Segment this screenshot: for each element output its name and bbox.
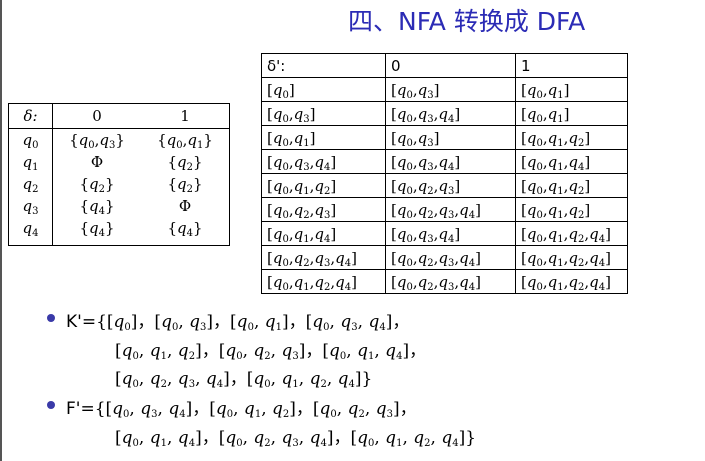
dfa-cell: [q0,q1,q2,q4]: [515, 245, 628, 270]
dfa-row: [q0,q1,q2,q4] [q0,q2,q3,q4] [q0,q1,q2,q4…: [261, 269, 628, 294]
dfa-cell: [q0,q3,q4]: [261, 149, 386, 174]
dfa-cell: [q0,q1]: [261, 125, 386, 150]
nfa-header-cell: δ:: [8, 103, 53, 129]
dfa-cell: [q0,q1,q2,q4]: [515, 221, 628, 246]
f-prime-line: F'={[q0, q3, q4]，[q0, q1, q2]，[q0, q2, q…: [66, 394, 417, 420]
dfa-header-cell: 0: [385, 53, 516, 78]
nfa-cell: q4: [8, 217, 53, 246]
dfa-cell: [q0,q3]: [261, 101, 386, 126]
dfa-cell: [q0,q2,q3]: [385, 173, 516, 198]
nfa-cell: q1: [8, 151, 53, 173]
nfa-row: q3 {q4} Φ: [8, 195, 230, 217]
nfa-row: q2 {q2} {q2}: [8, 173, 230, 195]
dfa-cell: [q0,q1]: [515, 101, 628, 126]
dfa-cell: [q0]: [261, 77, 386, 102]
k-prime-text: [q0, q2, q3, q4]，[q0, q1, q2, q4]}: [115, 369, 373, 390]
dfa-cell: [q0,q3]: [385, 77, 516, 102]
dfa-transition-table: δ': 0 1 [q0] [q0,q3] [q0,q1] [q0,q3] [q0…: [261, 53, 628, 294]
slide-title: 四、NFA 转换成 DFA: [348, 7, 586, 36]
nfa-transition-table: δ: 0 1 q0 {q0,q3} {q0,q1} q1 Φ {q2} q2 {…: [8, 103, 230, 246]
dfa-row: [q0,q1,q2] [q0,q2,q3] [q0,q1,q2]: [261, 173, 628, 198]
nfa-cell: {q4}: [79, 197, 115, 217]
nfa-cell: q3: [8, 195, 53, 217]
dfa-cell: [q0,q2,q3,q4]: [385, 269, 516, 294]
dfa-cell: [q0,q3,q4]: [385, 101, 516, 126]
dfa-row: [q0,q3,q4] [q0,q3,q4] [q0,q1,q4]: [261, 149, 628, 174]
dfa-row: [q0,q1] [q0,q3] [q0,q1,q2]: [261, 125, 628, 150]
nfa-row: q0 {q0,q3} {q0,q1}: [8, 128, 230, 151]
nfa-row: q4 {q4} {q4}: [8, 217, 230, 246]
dfa-header-cell: 1: [515, 53, 628, 78]
dfa-cell: [q0,q1,q4]: [261, 221, 386, 246]
dfa-cell: [q0,q1,q2]: [515, 173, 628, 198]
dfa-cell: [q0,q2,q3,q4]: [385, 245, 516, 270]
nfa-header-row: δ: 0 1: [8, 103, 230, 129]
dfa-row: [q0,q2,q3] [q0,q2,q3,q4] [q0,q1,q2]: [261, 197, 628, 222]
dfa-header-cell: δ':: [261, 53, 386, 78]
nfa-cell: {q4}: [79, 219, 115, 239]
nfa-header-cell: 0: [52, 103, 141, 129]
f-prime-label: F'=: [66, 399, 95, 419]
k-prime-text: {[q0]，[q0, q3]，[q0, q1]，[q0, q3, q4]，: [96, 312, 410, 333]
nfa-cell: {q2}: [79, 175, 115, 195]
dfa-cell: [q0,q3,q4]: [385, 221, 516, 246]
dfa-cell: [q0,q2,q3,q4]: [385, 197, 516, 222]
k-prime-label: K'=: [66, 312, 97, 332]
dfa-row: [q0] [q0,q3] [q0,q1]: [261, 77, 628, 102]
nfa-cell: {q0,q3}: [69, 131, 125, 151]
dfa-row: [q0,q3] [q0,q3,q4] [q0,q1]: [261, 101, 628, 126]
nfa-header-cell: 1: [141, 103, 230, 129]
nfa-cell: Φ: [178, 197, 192, 215]
dfa-cell: [q0,q3]: [385, 125, 516, 150]
f-prime-text: {[q0, q3, q4]，[q0, q1, q2]，[q0, q2, q3]，: [94, 399, 417, 420]
left-edge-rule: [0, 0, 2, 461]
f-prime-text: [q0, q1, q4]，[q0, q2, q3, q4]，[q0, q1, q…: [115, 428, 477, 449]
k-prime-text: [q0, q1, q2]，[q0, q2, q3]，[q0, q1, q4]，: [115, 341, 427, 362]
nfa-row: q1 Φ {q2}: [8, 151, 230, 173]
nfa-cell: q2: [8, 173, 53, 195]
nfa-cell: {q4}: [167, 219, 203, 239]
nfa-cell: Φ: [90, 153, 104, 171]
dfa-row: [q0,q1,q4] [q0,q3,q4] [q0,q1,q2,q4]: [261, 221, 628, 246]
dfa-cell: [q0,q1,q4]: [515, 149, 628, 174]
nfa-cell: {q2}: [167, 175, 203, 195]
dfa-cell: [q0,q1,q2]: [261, 173, 386, 198]
dfa-cell: [q0,q1,q2,q4]: [515, 269, 628, 294]
bullet-icon: [47, 401, 55, 409]
dfa-cell: [q0,q1,q2,q4]: [261, 269, 386, 294]
nfa-cell: {q2}: [167, 153, 203, 173]
nfa-cell: {q0,q1}: [157, 131, 213, 151]
bullet-icon: [47, 314, 55, 322]
dfa-cell: [q0,q2,q3]: [261, 197, 386, 222]
dfa-cell: [q0,q1,q2]: [515, 125, 628, 150]
dfa-cell: [q0,q3,q4]: [385, 149, 516, 174]
dfa-cell: [q0,q1]: [515, 77, 628, 102]
k-prime-line: K'={[q0]，[q0, q3]，[q0, q1]，[q0, q3, q4]，: [66, 307, 410, 333]
dfa-cell: [q0,q2,q3,q4]: [261, 245, 386, 270]
dfa-header-row: δ': 0 1: [261, 53, 628, 78]
dfa-row: [q0,q2,q3,q4] [q0,q2,q3,q4] [q0,q1,q2,q4…: [261, 245, 628, 270]
nfa-cell: q0: [8, 128, 53, 151]
dfa-cell: [q0,q1,q2]: [515, 197, 628, 222]
